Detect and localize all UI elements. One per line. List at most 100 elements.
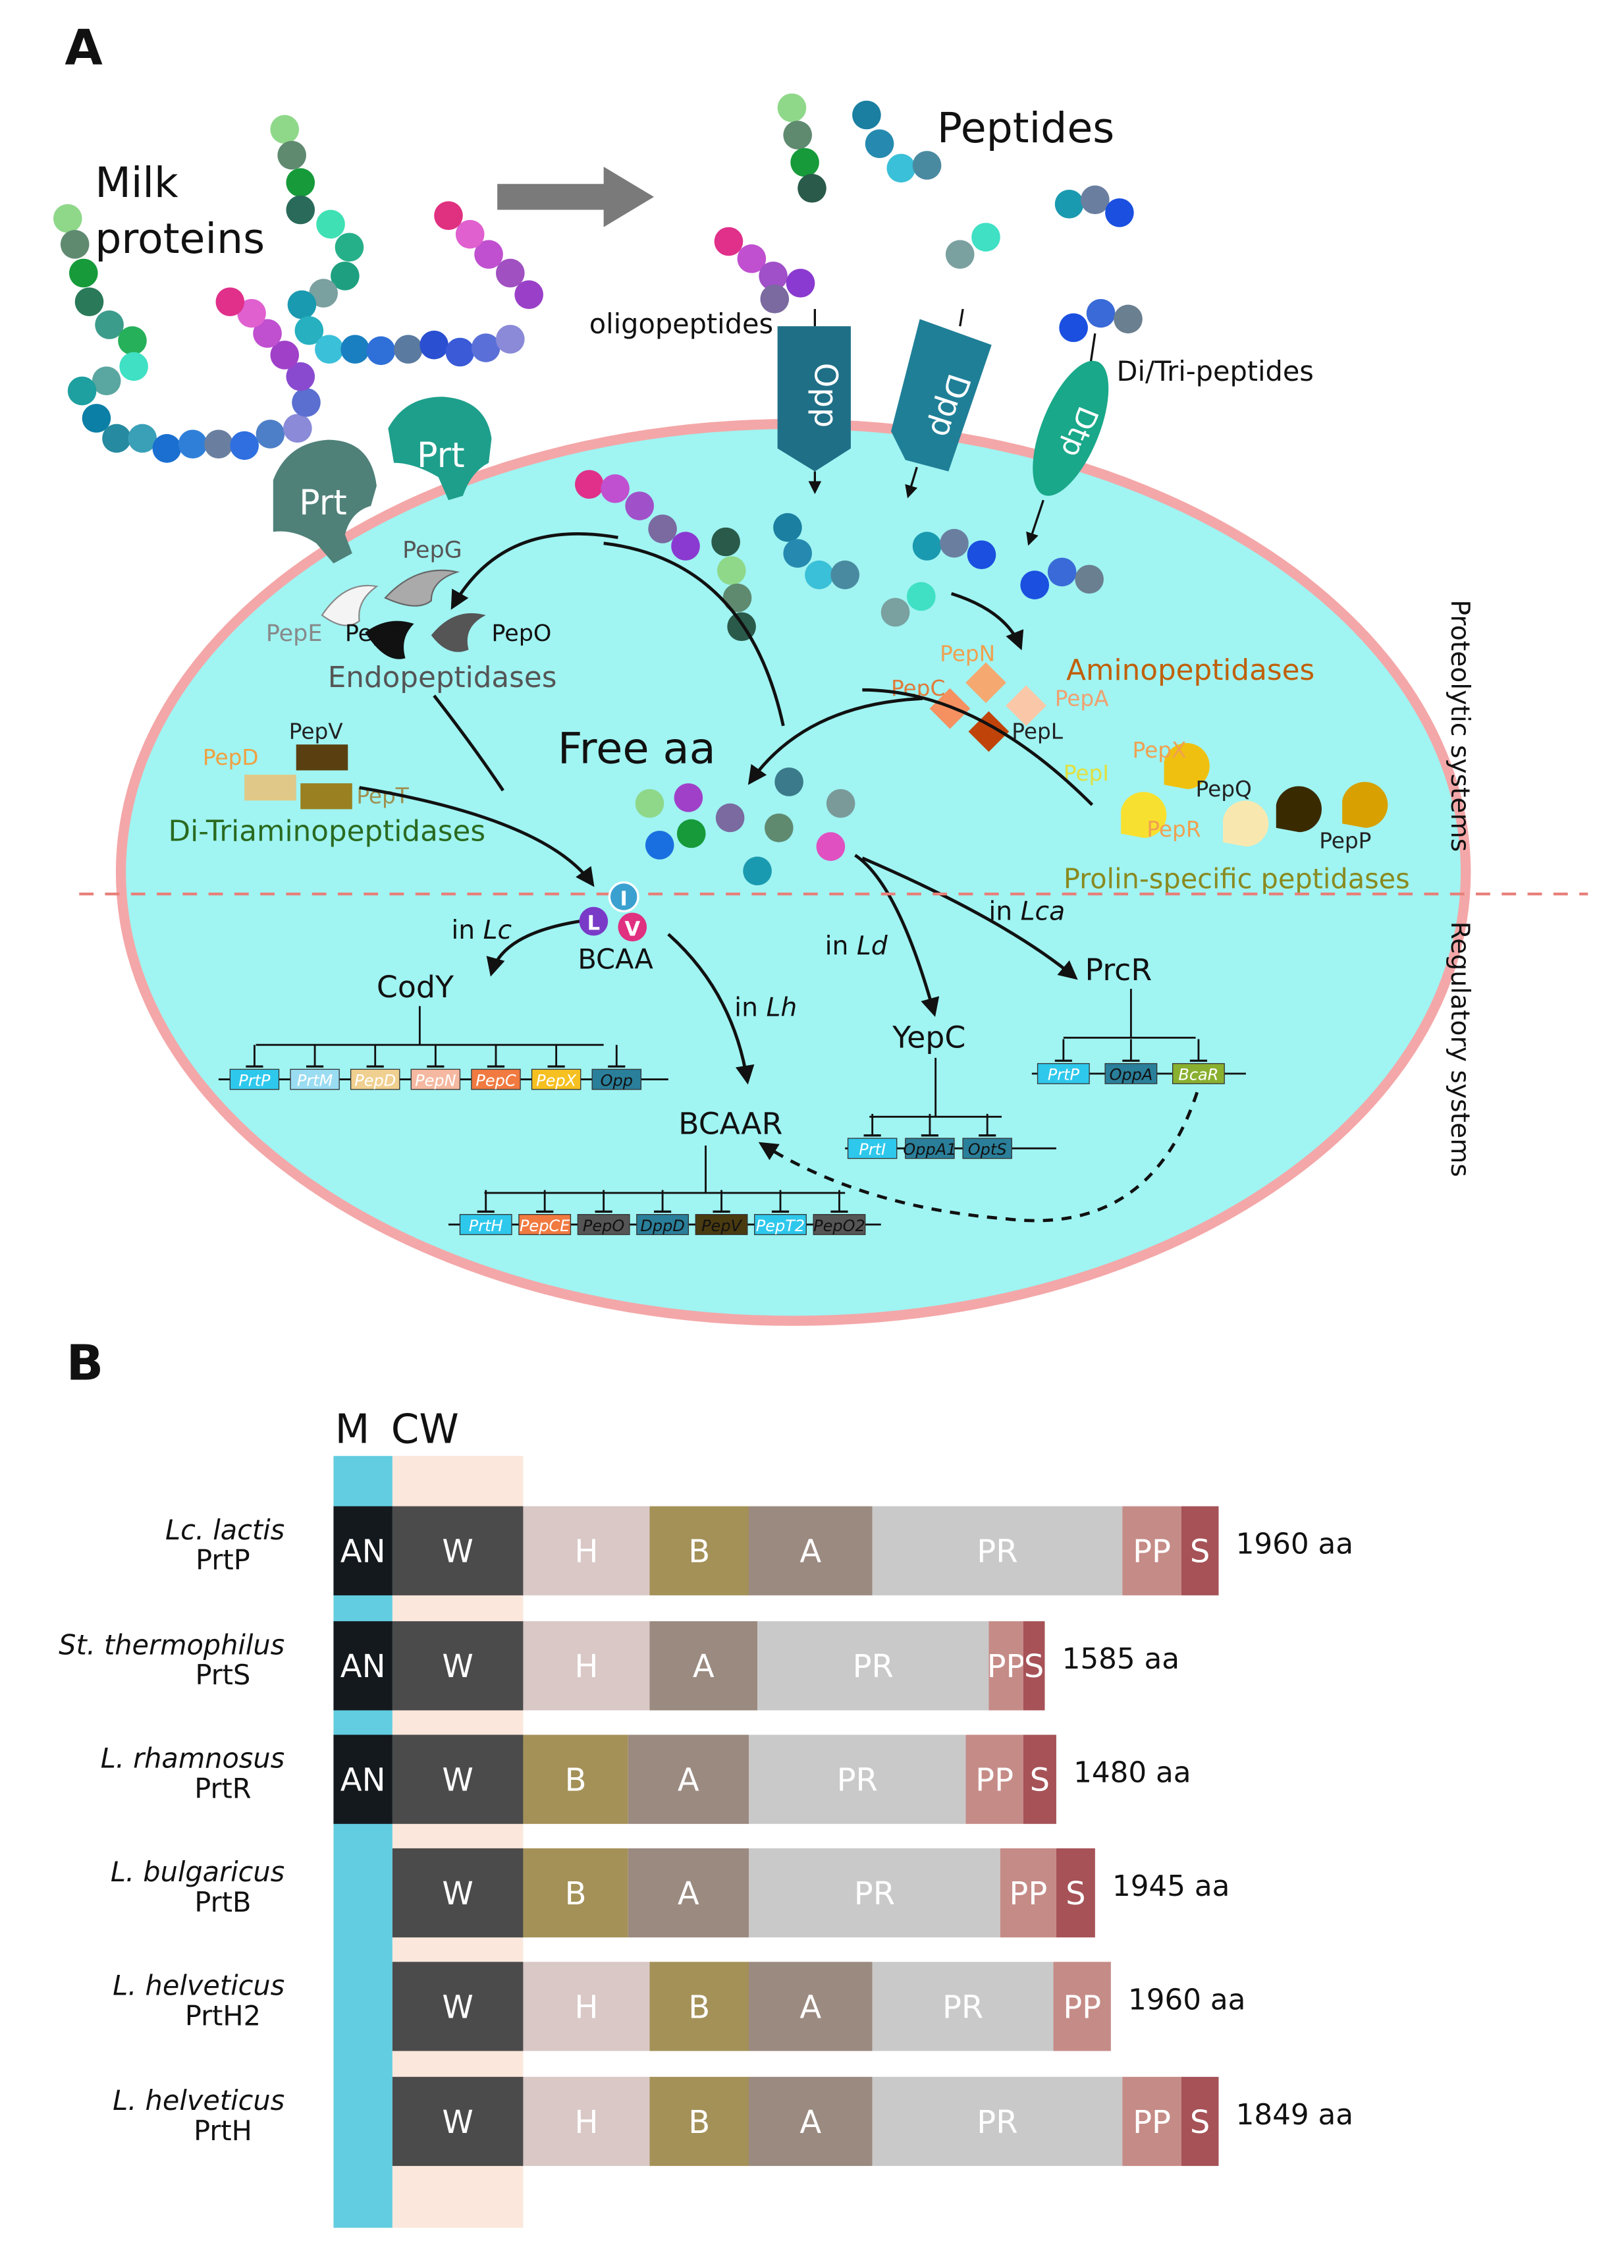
domain-label: AN: [340, 1648, 386, 1685]
domain-an: [333, 1734, 392, 1824]
in-lh-label: in Lh: [734, 993, 797, 1023]
domain-pp: [988, 1621, 1023, 1711]
svg-text:in Ld: in Ld: [825, 931, 888, 961]
dtp-transporter: Dtp: [1026, 333, 1109, 546]
aminopeptidases-title: Aminopeptidases: [1066, 654, 1314, 687]
length-label: 1849 aa: [1236, 2099, 1353, 2132]
domain-b: [523, 1848, 628, 1938]
gene-label: PrtH: [469, 1217, 503, 1235]
domain-h: [523, 2076, 650, 2167]
domain-w: [392, 1621, 524, 1711]
gene-label: BcaR: [1178, 1066, 1218, 1084]
gene-cody-6: Opp: [591, 1045, 642, 1090]
domain-label: A: [799, 1534, 821, 1570]
domain-label: B: [565, 1762, 587, 1799]
species-label: St. thermophilus: [59, 1629, 284, 1661]
bcaa-group: I L V BCAA: [578, 881, 653, 976]
gene-prcr-2: BcaR: [1172, 1039, 1225, 1084]
domain-label: PR: [837, 1762, 878, 1799]
protein-label: PrtH2: [185, 2000, 261, 2032]
species-label: L. helveticus: [113, 1970, 284, 2001]
species-label: L. rhamnosus: [101, 1743, 285, 1775]
domain-h: [523, 1962, 650, 2051]
domain-label: A: [799, 2104, 821, 2141]
pepx-label: PepX: [1133, 738, 1187, 763]
gene-cody-0: PrtP: [229, 1045, 280, 1090]
gene-label: Opp: [601, 1071, 633, 1090]
domain-label: B: [688, 2104, 710, 2141]
domain-b: [649, 1506, 749, 1595]
gene-label: PepC: [475, 1071, 516, 1090]
domain-label: S: [1024, 1648, 1044, 1685]
gene-label: PepV: [701, 1217, 742, 1235]
domain-label: W: [442, 1648, 473, 1685]
flow-arrows: [359, 532, 1199, 1223]
domain-s: [1023, 1734, 1056, 1824]
pepe-label: PepE: [266, 621, 323, 647]
domain-label: B: [688, 1989, 710, 2026]
m-column-label: M: [335, 1406, 370, 1453]
gene-cody-3: PepN: [410, 1045, 461, 1090]
gene-label: PrtI: [859, 1140, 886, 1159]
domain-label: W: [442, 2104, 473, 2141]
bcaa-letter-i: I: [620, 888, 627, 911]
bcaar-label: BCAAR: [678, 1106, 782, 1142]
protein-label: PrtP: [196, 1545, 250, 1576]
svg-text:in Lc: in Lc: [451, 916, 512, 945]
opp-transporter: Opp: [777, 309, 851, 495]
domain-label: PR: [854, 1875, 895, 1912]
prolin-specific-title: Prolin-specific peptidases: [1064, 863, 1410, 895]
domain-a: [649, 1621, 758, 1711]
endopeptidases-group: PepG PepE PepF PepO Endopeptidases: [266, 538, 557, 694]
gene-label: PrtM: [297, 1071, 333, 1090]
domain-a: [628, 1734, 749, 1824]
domain-b: [523, 1734, 628, 1824]
protein-label: PrtH: [194, 2115, 252, 2147]
domain-w: [392, 2076, 524, 2167]
prt-receptor-2: Prt: [388, 397, 492, 501]
domain-a: [748, 1506, 873, 1595]
gene-label: OptS: [968, 1140, 1007, 1159]
domain-b: [649, 2076, 749, 2167]
yepc-label: YepC: [892, 1020, 965, 1055]
gene-bcaar-1: PepCE: [518, 1190, 572, 1235]
milk-proteins-label-1: Milk: [95, 158, 178, 207]
domain-s: [1023, 1621, 1045, 1711]
pepf-label: PepF: [345, 621, 400, 647]
length-label: 1960 aa: [1128, 1983, 1245, 2016]
pepp-label: PepP: [1319, 828, 1371, 853]
grey-arrow: [497, 167, 654, 227]
domain-w: [392, 1962, 524, 2051]
gene-cody-5: PepX: [531, 1045, 582, 1090]
bcaa-letter-v: V: [624, 918, 640, 941]
domain-s: [1181, 1506, 1219, 1595]
domain-label: H: [574, 2104, 598, 2141]
endopeptidases-title: Endopeptidases: [328, 661, 557, 694]
domain-label: A: [693, 1648, 715, 1685]
cw-column-label: CW: [391, 1406, 459, 1453]
domain-w: [392, 1848, 524, 1938]
domain-pp: [1122, 2076, 1181, 2167]
domain-label: S: [1190, 1534, 1210, 1570]
bcaa-letter-l: L: [587, 912, 600, 935]
gene-label: PepT2: [756, 1217, 805, 1235]
domain-an: [333, 1621, 392, 1711]
pepv-label: PepV: [289, 719, 343, 744]
domain-h: [523, 1621, 650, 1711]
panel-b-label: B: [67, 1335, 104, 1392]
gene-prcr-1: OppA: [1104, 1039, 1158, 1084]
domain-label: B: [688, 1534, 710, 1570]
oligopeptides-label: oligopeptides: [589, 308, 773, 340]
domain-label: PP: [1009, 1875, 1047, 1912]
in-ld-label: in Ld: [825, 931, 888, 961]
free-aa-label: Free aa: [558, 724, 716, 774]
species-label: L. bulgaricus: [111, 1856, 284, 1888]
prolin-specific-group: PepI PepX PepQ PepR PepP Prolin-specific…: [1064, 738, 1410, 895]
domain-h: [523, 1506, 650, 1595]
